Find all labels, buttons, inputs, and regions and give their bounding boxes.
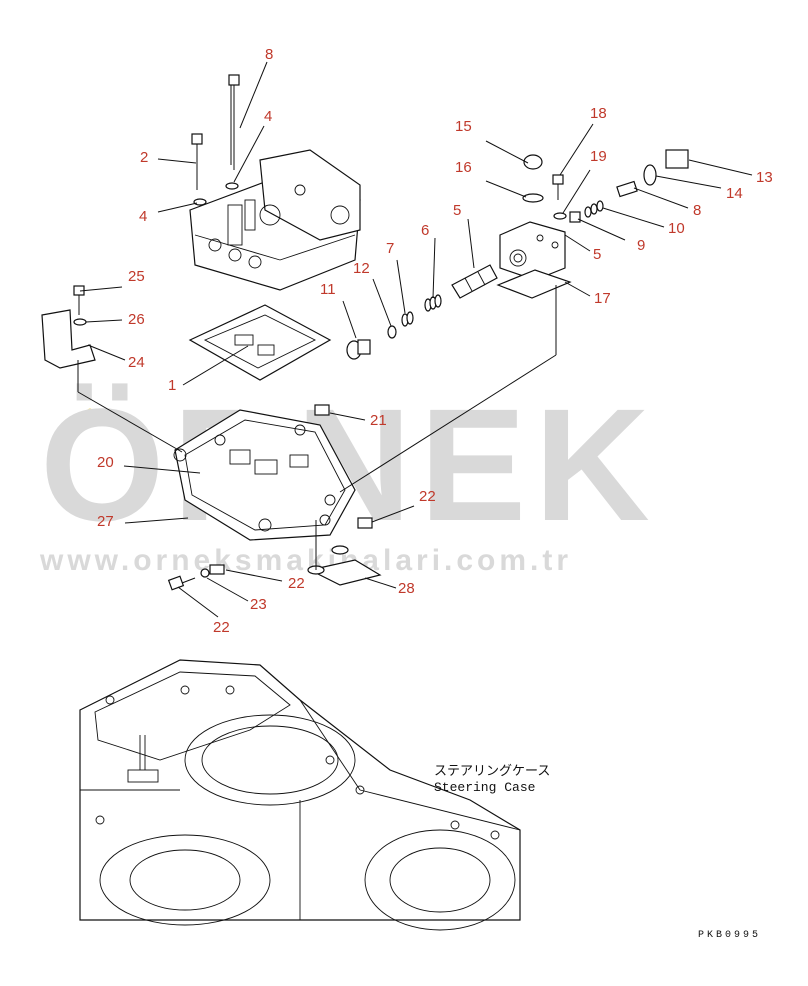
plug-22a bbox=[314, 404, 330, 416]
o-ring-17 bbox=[522, 193, 544, 203]
spring-11 bbox=[584, 200, 604, 218]
callout-3: 8 bbox=[265, 46, 273, 63]
bolt-19 bbox=[552, 174, 564, 200]
bracket-26 bbox=[41, 309, 96, 369]
callout-22a: 21 bbox=[370, 412, 387, 429]
callout-30: 28 bbox=[398, 580, 415, 597]
callout-24: 22 bbox=[213, 619, 230, 636]
washer-28 bbox=[73, 318, 87, 326]
steering-case bbox=[79, 659, 521, 931]
callout-21: 20 bbox=[97, 454, 114, 471]
shim-8 bbox=[401, 311, 414, 327]
callout-13: 12 bbox=[353, 260, 370, 277]
fitting-24 bbox=[167, 575, 196, 591]
washer-4b bbox=[193, 198, 207, 206]
piston-9 bbox=[616, 180, 638, 198]
valve-block-5 bbox=[499, 221, 566, 281]
callout-19: 18 bbox=[590, 105, 607, 122]
bolt-2 bbox=[191, 133, 203, 190]
watermark: ÖRNEK www.orneksmakinalari.com.tr bbox=[39, 375, 658, 577]
callout-15: 14 bbox=[726, 185, 743, 202]
plug-22b bbox=[357, 517, 373, 529]
callout-23: 22 bbox=[288, 575, 305, 592]
plate-30 bbox=[307, 520, 382, 586]
o-ring-15 bbox=[643, 164, 657, 186]
callout-6: 5 bbox=[453, 202, 461, 219]
plug-23 bbox=[209, 564, 225, 575]
callout-26: 24 bbox=[128, 354, 145, 371]
gasket-18 bbox=[496, 269, 572, 299]
callout-22b: 22 bbox=[419, 488, 436, 505]
callout-11: 10 bbox=[668, 220, 685, 237]
bolt-3 bbox=[228, 74, 240, 170]
drawing-code: PKB0995 bbox=[698, 930, 761, 941]
plug-16 bbox=[523, 154, 543, 170]
spring-7 bbox=[424, 294, 442, 312]
plug-12 bbox=[346, 339, 371, 360]
washer-20 bbox=[553, 212, 567, 220]
o-ring-13 bbox=[387, 325, 397, 339]
callout-25: 23 bbox=[250, 596, 267, 613]
valve-body-upper bbox=[189, 149, 361, 291]
callout-2: 2 bbox=[140, 149, 148, 166]
callout-4b: 4 bbox=[139, 208, 147, 225]
callout-9: 8 bbox=[693, 202, 701, 219]
callout-27: 25 bbox=[128, 268, 145, 285]
leader-lines bbox=[77, 61, 753, 618]
callout-8: 7 bbox=[386, 240, 394, 257]
callout-1: 1 bbox=[168, 377, 176, 394]
callout-18: 17 bbox=[594, 290, 611, 307]
spool-6 bbox=[451, 264, 498, 299]
o-ring-25 bbox=[200, 568, 210, 578]
callout-29: 27 bbox=[97, 513, 114, 530]
plug-10 bbox=[569, 211, 581, 223]
watermark-word: ÖRNEK bbox=[40, 375, 658, 554]
washer-4a bbox=[225, 182, 239, 190]
callout-20: 19 bbox=[590, 148, 607, 165]
case-label-jp: ステアリングケース bbox=[434, 764, 550, 779]
case-label-en: Steering Case bbox=[434, 780, 535, 795]
gasket-1 bbox=[188, 304, 332, 381]
callout-14: 13 bbox=[756, 169, 773, 186]
callout-10: 9 bbox=[637, 237, 645, 254]
callout-12: 11 bbox=[320, 281, 336, 298]
callout-4a: 4 bbox=[264, 108, 272, 125]
callout-5: 5 bbox=[593, 246, 601, 263]
callout-labels: 8 2 4 4 1 25 26 24 20 27 21 22 22 23 22 … bbox=[97, 46, 773, 636]
watermark-url: www.orneksmakinalari.com.tr bbox=[39, 544, 572, 577]
valve-body-lower bbox=[173, 409, 356, 541]
case-label: ステアリングケース Steering Case bbox=[434, 764, 550, 795]
callout-16: 15 bbox=[455, 118, 472, 135]
callout-7: 6 bbox=[421, 222, 429, 239]
callout-17: 16 bbox=[455, 159, 472, 176]
callout-28: 26 bbox=[128, 311, 145, 328]
plug-14 bbox=[665, 149, 689, 169]
